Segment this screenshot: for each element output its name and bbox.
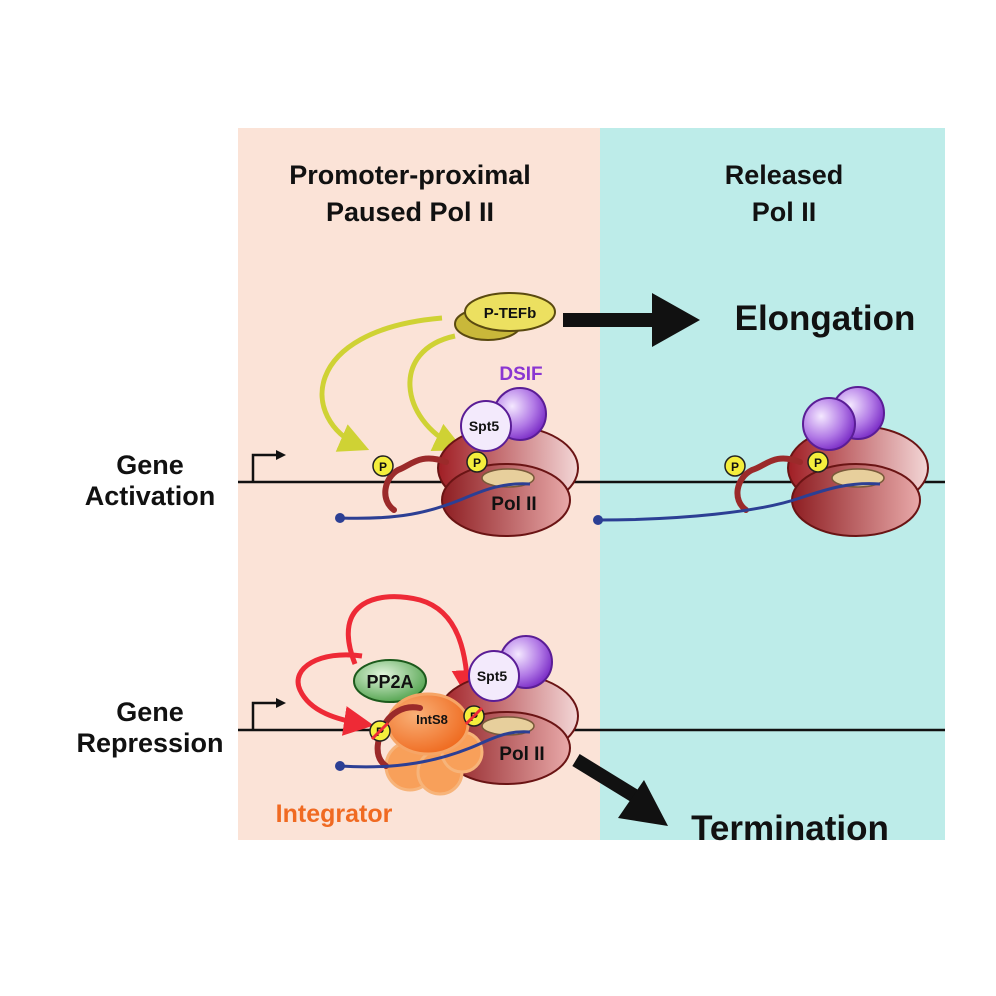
elongation-arrow-icon (563, 293, 700, 347)
dephospho-badge: P (369, 720, 391, 742)
spt5-label: Spt5 (469, 418, 500, 434)
repression-label-line1: Gene (116, 697, 184, 727)
svg-text:P: P (731, 460, 739, 474)
dsif-released (802, 386, 885, 451)
rna-strand (339, 730, 531, 769)
paused-header-line2: Paused Pol II (326, 197, 494, 227)
pp2a-label: PP2A (366, 672, 413, 692)
dephospho-badge: P (463, 705, 485, 727)
phospho-badge: P (807, 451, 829, 473)
rna-strand (597, 482, 881, 522)
activation-label-line1: Gene (116, 450, 184, 480)
svg-text:P: P (379, 460, 387, 474)
repression-label-line2: Repression (76, 728, 223, 758)
pol2-label: Pol II (491, 494, 536, 515)
spt5-label: Spt5 (477, 668, 508, 684)
ctd-tail (374, 704, 423, 769)
tss-arrow-icon (251, 698, 286, 730)
rna-cap (335, 513, 345, 523)
ptefb-label: P-TEFb (484, 305, 537, 322)
phospho-badge: P (724, 455, 746, 477)
ctd-tail (382, 455, 449, 513)
released-header-line2: Pol II (752, 197, 817, 227)
rna-cap (335, 761, 345, 771)
ints8-label: IntS8 (416, 712, 448, 727)
pp2a-complex: PP2A (353, 659, 427, 703)
elongation-label: Elongation (735, 299, 916, 338)
rna-cap (593, 515, 603, 525)
rna-strand (339, 482, 531, 520)
integrator-label: Integrator (276, 800, 393, 828)
pp2a-arrow-icon (345, 594, 482, 700)
tss-arrow-icon (251, 450, 286, 482)
svg-text:P: P (473, 456, 481, 470)
spt5-dsif: Spt5 (460, 387, 547, 452)
ptefb-arrow-icon (407, 333, 465, 451)
phospho-badge: P (372, 455, 394, 477)
activation-label-line2: Activation (85, 481, 216, 511)
dsif-label: DSIF (499, 364, 542, 385)
spt5-dsif: Spt5 (468, 635, 553, 702)
paused-header-line1: Promoter-proximal (289, 160, 531, 190)
svg-text:P: P (814, 456, 822, 470)
phospho-badge: P (466, 451, 488, 473)
pol2-label: Pol II (499, 744, 544, 765)
released-header-line1: Released (725, 160, 844, 190)
ptefb-arrow-icon (319, 315, 443, 452)
termination-label: Termination (691, 809, 889, 848)
termination-arrow-icon (572, 754, 668, 826)
ptefb-complex: P-TEFb (454, 292, 556, 341)
pp2a-arrow-icon (295, 652, 374, 736)
